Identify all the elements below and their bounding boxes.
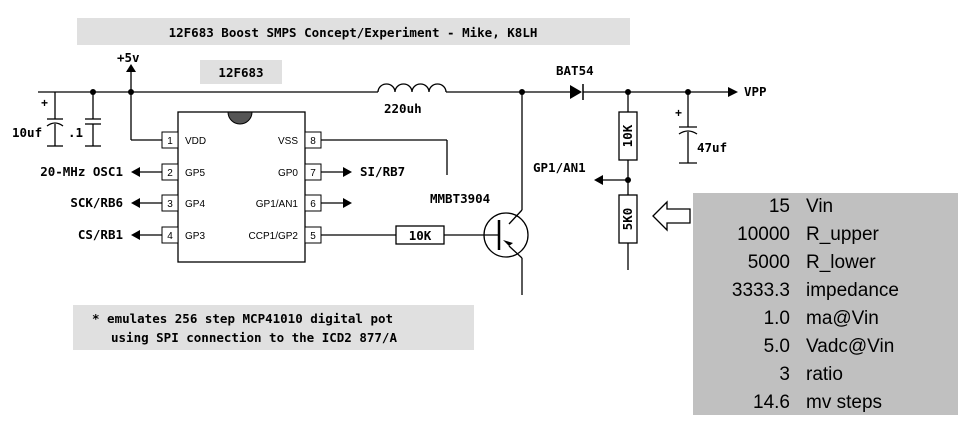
r-upper-label: 10K [620, 124, 635, 147]
note-line-2: using SPI connection to the ICD2 877/A [111, 330, 397, 345]
calc-row-vin: 15 Vin [693, 193, 958, 221]
supply-arrow [126, 64, 136, 72]
pin-7-name: GP0 [278, 168, 298, 179]
base-resistor-label: 10K [409, 228, 432, 243]
calc-row-r-lower: 5000 R_lower [693, 249, 958, 277]
si-arrow [343, 167, 352, 177]
emitter-arrow [503, 240, 513, 246]
cs-signal-label: CS/RB1 [78, 227, 123, 242]
calc-row-ratio: 3 ratio [693, 361, 958, 389]
pin-2-name: GP5 [185, 168, 205, 179]
cap-10uf-label: 10uf [12, 125, 42, 140]
pointer-arrow-icon [652, 200, 691, 232]
note-box [73, 305, 474, 350]
junction-dot [519, 89, 525, 95]
chip-label: 12F683 [218, 65, 263, 80]
calc-row-ma: 1.0 ma@Vin [693, 305, 958, 333]
gp1-arrow [343, 198, 352, 208]
calc-row-mv-steps: 14.6 mv steps [693, 389, 958, 417]
calc-label: ma@Vin [806, 308, 879, 329]
note-line-1: * emulates 256 step MCP41010 digital pot [92, 311, 393, 326]
calc-label: ratio [806, 364, 843, 385]
pin-3-name: GP4 [185, 199, 205, 210]
calc-row-vadc: 5.0 Vadc@Vin [693, 333, 958, 361]
vpp-arrow [728, 87, 738, 97]
calc-value: 14.6 [753, 392, 790, 413]
pin-5-number: 5 [310, 231, 316, 242]
cap-01-label: .1 [68, 125, 83, 140]
plus-sign-10uf: + [41, 96, 48, 110]
calc-value: 3 [779, 364, 790, 385]
calc-label: Vadc@Vin [806, 336, 895, 357]
supply-label: +5v [117, 50, 140, 65]
chip-label-box [200, 60, 282, 84]
pin-4-name: GP3 [185, 231, 205, 242]
title-box [77, 18, 630, 45]
pin-1-number: 1 [167, 136, 173, 147]
calc-value: 5.0 [763, 336, 790, 357]
pin-3-number: 3 [167, 199, 173, 210]
feedback-label: GP1/AN1 [533, 160, 586, 175]
junction-dot [685, 89, 691, 95]
calc-value: 1.0 [763, 308, 790, 329]
inductor-label: 220uh [384, 101, 422, 116]
cs-arrow [131, 230, 140, 240]
chip-notch [227, 111, 253, 125]
output-label: VPP [744, 84, 767, 99]
calc-value: 5000 [747, 252, 790, 273]
pin-4-number: 4 [167, 231, 173, 242]
junction-dot [625, 177, 631, 183]
pin-5-name: CCP1/GP2 [249, 231, 299, 242]
osc-arrow [131, 167, 140, 177]
pin-7-number: 7 [310, 168, 316, 179]
diode-symbol [570, 85, 582, 99]
cap-47uf-label: 47uf [697, 140, 727, 155]
calc-label: mv steps [806, 392, 883, 413]
si-signal-label: SI/RB7 [360, 164, 405, 179]
osc-signal-label: 20-MHz OSC1 [40, 164, 123, 179]
pin-boxes [161, 131, 322, 244]
calculation-panel: 15 Vin 10000 R_upper 5000 R_lower 3333.3… [693, 193, 958, 415]
transistor-label: MMBT3904 [430, 191, 490, 206]
pin-1-name: VDD [185, 136, 206, 147]
junction-dot [90, 89, 96, 95]
symbols [90, 64, 738, 246]
calc-value: 15 [768, 196, 790, 217]
r-lower-label: 5K0 [620, 208, 635, 231]
calc-row-r-upper: 10000 R_upper [693, 221, 958, 249]
calc-row-impedance: 3333.3 impedance [693, 277, 958, 305]
diode-label: BAT54 [556, 63, 594, 78]
junction-dot [625, 89, 631, 95]
calc-label: Vin [806, 196, 834, 217]
pin-2-number: 2 [167, 168, 173, 179]
wiring [38, 72, 728, 295]
chip-body [177, 111, 306, 263]
calc-value: 3333.3 [731, 280, 790, 301]
pin-8-name: VSS [278, 136, 298, 147]
calc-label: impedance [806, 280, 899, 301]
pin-6-number: 6 [310, 199, 316, 210]
feedback-arrow [594, 175, 603, 185]
pin-8-number: 8 [310, 136, 316, 147]
calc-label: R_upper [806, 224, 879, 245]
sck-arrow [131, 198, 140, 208]
junction-dot [128, 89, 134, 95]
sck-signal-label: SCK/RB6 [70, 195, 123, 210]
pin-6-name: GP1/AN1 [256, 199, 299, 210]
diagram-title: 12F683 Boost SMPS Concept/Experiment - M… [169, 25, 538, 40]
calc-label: R_lower [806, 252, 876, 273]
calc-value: 10000 [737, 224, 790, 245]
plus-sign-47uf: + [675, 106, 682, 120]
